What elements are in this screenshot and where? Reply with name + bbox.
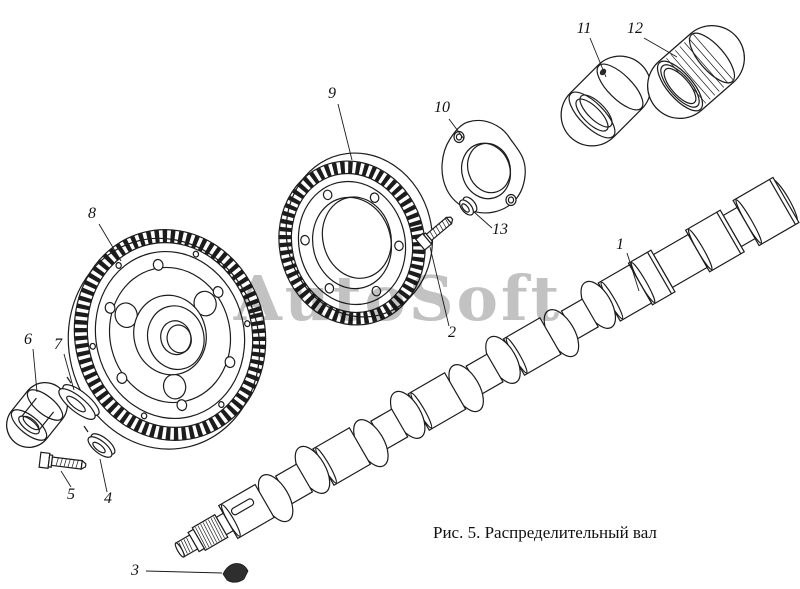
washer-drawing-4: [87, 433, 116, 458]
part-label-7: 7: [54, 336, 63, 353]
leader-lines: [32, 37, 678, 574]
timing-gear-drawing-8: [67, 229, 267, 450]
washer-drawing-13: [459, 196, 478, 216]
part-label-1: 1: [616, 236, 624, 253]
part-label-3: 3: [130, 562, 139, 579]
part-label-13: 13: [492, 221, 508, 238]
part-label-10: 10: [434, 99, 450, 116]
nut-drawing-6: [6, 382, 68, 448]
watermark: AutoSoft: [233, 262, 563, 335]
part-label-2: 2: [448, 324, 456, 341]
gear9-holes: [300, 189, 404, 297]
key-drawing-3: [222, 563, 249, 583]
bolt-drawing-2: [414, 216, 454, 251]
lock-washer-drawing-7: [58, 376, 100, 433]
gear8-holes: [89, 250, 251, 420]
part-label-12: 12: [627, 20, 643, 37]
part-label-11: 11: [577, 20, 592, 37]
bushing-drawing-11: [560, 55, 652, 147]
camshaft-drawing: [174, 176, 800, 558]
part-label-4: 4: [104, 490, 112, 507]
bushing-drawing-12: [647, 25, 745, 119]
part-label-6: 6: [24, 331, 32, 348]
gear-drawing-9: [278, 152, 434, 326]
part-label-8: 8: [88, 205, 96, 222]
figure-caption: Рис. 5. Распределительный вал: [433, 523, 657, 542]
part-label-9: 9: [328, 85, 336, 102]
bolt-drawing-5: [38, 451, 87, 471]
gasket-drawing-10: [441, 119, 526, 214]
part-label-5: 5: [67, 486, 75, 503]
